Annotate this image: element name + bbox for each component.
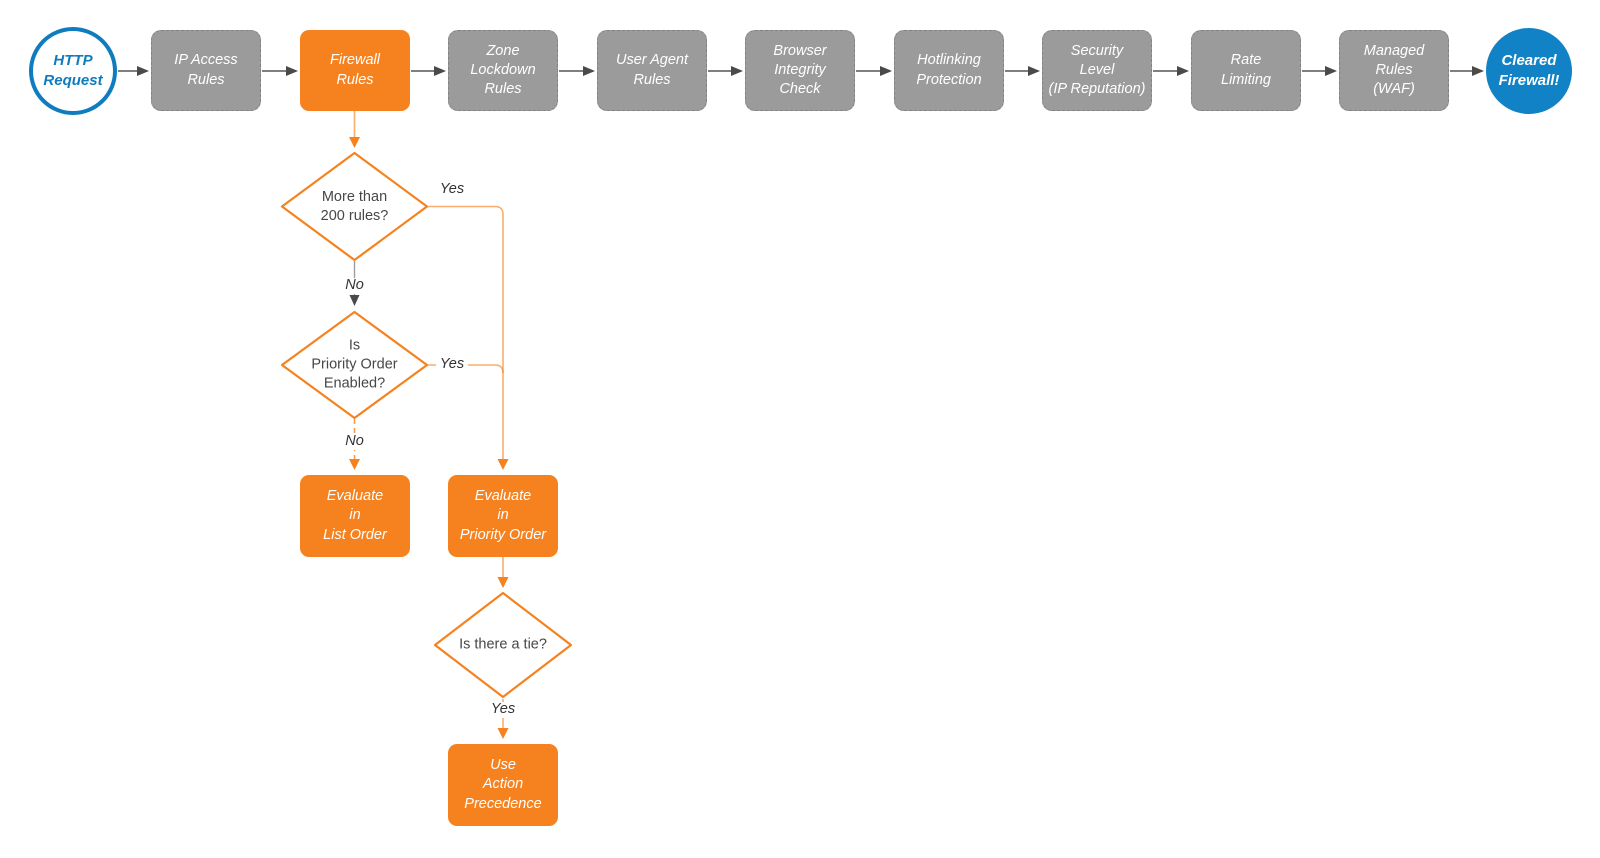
process-label: Evaluate in List Order: [323, 488, 387, 543]
step-firewall-rules: Firewall Rules: [300, 30, 410, 111]
process-evaluate-in-priority-order: Evaluate in Priority Order: [448, 475, 558, 557]
edge-label-decision1-yes: Yes: [435, 181, 469, 198]
step-label: Zone Lockdown Rules: [470, 42, 536, 98]
process-evaluate-in-list-order: Evaluate in List Order: [300, 475, 410, 557]
edge-label-decision3-yes: Yes: [486, 701, 520, 718]
edge-label-decision2-no: No: [341, 433, 368, 450]
decision-more-than-200-label: More than 200 rules?: [320, 188, 389, 224]
edge-label-decision1-no: No: [341, 277, 368, 294]
decision-tie-label: Is there a tie?: [459, 636, 547, 653]
step-user-agent-rules: User Agent Rules: [597, 30, 707, 111]
step-browser-integrity-check: Browser Integrity Check: [745, 30, 855, 111]
end-node-label: Cleared Firewall!: [1498, 52, 1560, 89]
start-node-label: HTTP Request: [43, 52, 103, 89]
step-label: Browser Integrity Check: [773, 42, 827, 98]
edge-label-decision2-yes: Yes: [435, 356, 469, 373]
end-node-cleared-firewall: Cleared Firewall!: [1486, 28, 1572, 114]
process-label: Use Action Precedence: [464, 757, 542, 812]
start-node-http-request: HTTP Request: [29, 27, 117, 115]
step-label: Rate Limiting: [1221, 52, 1271, 88]
step-rate-limiting: Rate Limiting: [1191, 30, 1301, 111]
process-label: Evaluate in Priority Order: [459, 488, 547, 543]
step-label: Security Level (IP Reputation): [1048, 42, 1146, 98]
step-label: Managed Rules (WAF): [1363, 42, 1425, 98]
step-label: IP Access Rules: [174, 52, 238, 88]
decision-priority-enabled-label: Is Priority Order Enabled?: [311, 337, 398, 392]
step-hotlinking-protection: Hotlinking Protection: [894, 30, 1004, 111]
process-use-action-precedence: Use Action Precedence: [448, 744, 558, 826]
step-security-level-ip-reputation: Security Level (IP Reputation): [1042, 30, 1152, 111]
step-label: User Agent Rules: [616, 52, 688, 88]
step-label: Firewall Rules: [330, 52, 380, 88]
step-zone-lockdown-rules: Zone Lockdown Rules: [448, 30, 558, 111]
step-managed-rules-waf: Managed Rules (WAF): [1339, 30, 1449, 111]
step-ip-access-rules: IP Access Rules: [151, 30, 261, 111]
step-label: Hotlinking Protection: [916, 52, 982, 88]
